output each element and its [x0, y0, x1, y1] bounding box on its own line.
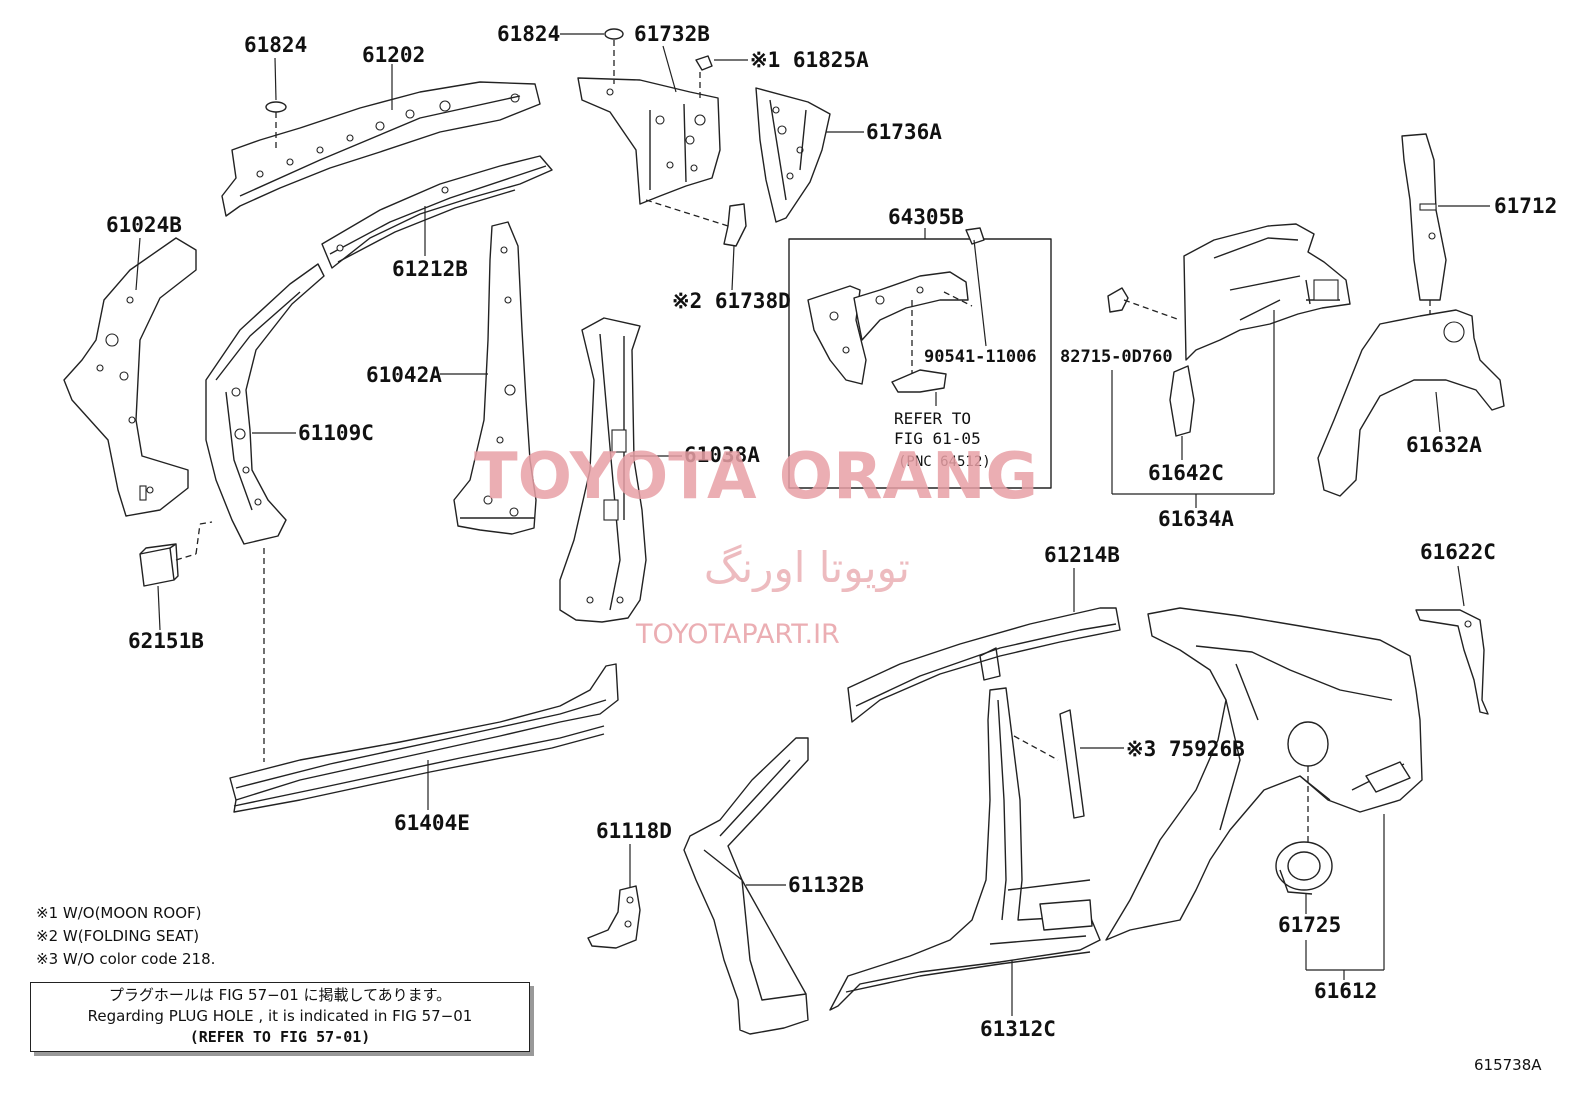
label-64305b: 64305B — [888, 205, 964, 229]
part-61038a-drawing — [559, 317, 647, 623]
note-line-english: Regarding PLUG HOLE , it is indicated in… — [87, 1007, 473, 1025]
part-61118d-drawing — [587, 885, 641, 949]
watermark-site: TOYOTAPART.IR — [635, 619, 840, 650]
refer-line-3: (PNC 64512) — [898, 454, 991, 470]
label-61118d: 61118D — [596, 819, 672, 843]
label-61024b: 61024B — [106, 213, 182, 237]
label-61732b: 61732B — [634, 22, 710, 46]
label-61202: 61202 — [362, 43, 425, 67]
part-61042a-drawing — [453, 221, 537, 535]
label-61622c: 61622C — [1420, 540, 1496, 564]
part-bracket-refer-drawing — [891, 369, 947, 393]
watermark-persian: تویوتا اورنگ — [704, 543, 910, 592]
label-61404e: 61404E — [394, 811, 470, 835]
label-61612: 61612 — [1314, 979, 1377, 1003]
label-61212b: 61212B — [392, 257, 468, 281]
part-61642c-drawing — [1169, 365, 1195, 437]
footnote-2: ※2 W(FOLDING SEAT) — [36, 927, 200, 945]
footnote-legend: ※1 W/O(MOON ROOF) ※2 W(FOLDING SEAT) ※3 … — [36, 902, 215, 971]
label-82715-0d760: 82715-0D760 — [1060, 347, 1173, 367]
part-90541-clip-drawing — [965, 227, 985, 245]
part-61712-drawing — [1401, 133, 1447, 301]
label-61825a: ※1 61825A — [750, 48, 869, 72]
label-75926b: ※3 75926B — [1126, 737, 1245, 761]
part-82715-drawing — [1107, 287, 1129, 313]
note-line-japanese: プラグホールは FIG 57−01 に掲載してあります。 — [108, 986, 452, 1004]
part-61738d-drawing — [723, 203, 747, 247]
label-61642c: 61642C — [1148, 461, 1224, 485]
label-61632a: 61632A — [1406, 433, 1482, 457]
label-61725: 61725 — [1278, 913, 1341, 937]
part-61725-drawing — [1275, 841, 1333, 895]
label-61214b: 61214B — [1044, 543, 1120, 567]
part-61632a-drawing — [1317, 309, 1505, 497]
label-90541-11006: 90541-11006 — [924, 347, 1037, 367]
label-61736a: 61736A — [866, 120, 942, 144]
label-61738d: ※2 61738D — [672, 289, 791, 313]
label-61634a: 61634A — [1158, 507, 1234, 531]
part-61214b-drawing — [847, 607, 1121, 723]
part-61109c-drawing — [205, 263, 325, 545]
part-61404e-drawing — [229, 663, 619, 813]
part-61732b-drawing — [577, 77, 721, 205]
part-61825a-drawing — [695, 55, 713, 71]
part-64305b-group-box — [788, 238, 1052, 489]
part-75926b-drawing — [1059, 709, 1085, 819]
label-61312c: 61312C — [980, 1017, 1056, 1041]
part-61736a-drawing — [755, 87, 831, 223]
part-61612-drawing — [1105, 607, 1423, 941]
label-61038a: 61038A — [684, 443, 760, 467]
label-61712: 61712 — [1494, 194, 1557, 218]
part-64305b-drawing — [807, 271, 969, 385]
part-61824-plug-a — [265, 101, 287, 113]
part-61312c-drawing — [829, 687, 1101, 1011]
part-61212b-drawing — [321, 155, 553, 269]
part-61024b-drawing — [63, 237, 197, 517]
label-61824-a: 61824 — [244, 33, 307, 57]
label-61824-b: 61824 — [497, 22, 560, 46]
refer-line-2: FIG 61-05 — [894, 429, 981, 448]
part-61824-plug-b — [604, 28, 624, 40]
watermark-main: TOYOTA ORANG — [474, 440, 1038, 514]
plug-hole-note-box: プラグホールは FIG 57−01 に掲載してあります。 Regarding P… — [30, 982, 530, 1052]
part-61202-drawing — [221, 81, 541, 217]
footnote-1: ※1 W/O(MOON ROOF) — [36, 904, 202, 922]
label-61109c: 61109C — [298, 421, 374, 445]
footnote-3: ※3 W/O color code 218. — [36, 950, 216, 968]
note-line-refer: (REFER TO FIG 57-01) — [189, 1028, 371, 1046]
label-62151b: 62151B — [128, 629, 204, 653]
label-61132b: 61132B — [788, 873, 864, 897]
part-61634a-drawing — [1183, 223, 1351, 361]
refer-line-1: REFER TO — [894, 409, 971, 428]
part-62151b-drawing — [139, 543, 179, 587]
part-61132b-drawing — [683, 737, 809, 1035]
label-61042a: 61042A — [366, 363, 442, 387]
figure-id: 615738A — [1474, 1056, 1542, 1074]
part-61622c-drawing — [1415, 609, 1489, 715]
